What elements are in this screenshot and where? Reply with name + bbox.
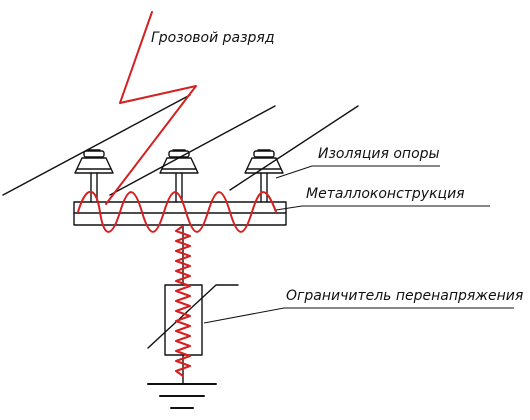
insulator-left	[74, 149, 114, 203]
power-line-1	[2, 94, 191, 196]
insulator-middle	[159, 149, 199, 203]
leader-insulation	[275, 165, 440, 179]
power-line-2	[109, 105, 276, 196]
current-wave-crossarm	[77, 191, 277, 233]
lightning-bolt-icon	[105, 11, 197, 205]
ground-icon	[147, 383, 217, 409]
leader-metal-structure	[275, 205, 490, 211]
label-lightning: Грозовой разряд	[151, 30, 275, 46]
leader-limiter	[203, 307, 514, 324]
arrester-nonlinear-mark	[147, 284, 239, 349]
insulator-right	[244, 149, 284, 203]
power-line-3	[229, 105, 359, 191]
label-insulation: Изоляция опоры	[318, 146, 440, 162]
current-coil-pole	[175, 225, 191, 377]
label-limiter: Ограничитель перенапряжения	[286, 288, 524, 304]
label-metal-structure: Металлоконструкция	[306, 186, 465, 202]
